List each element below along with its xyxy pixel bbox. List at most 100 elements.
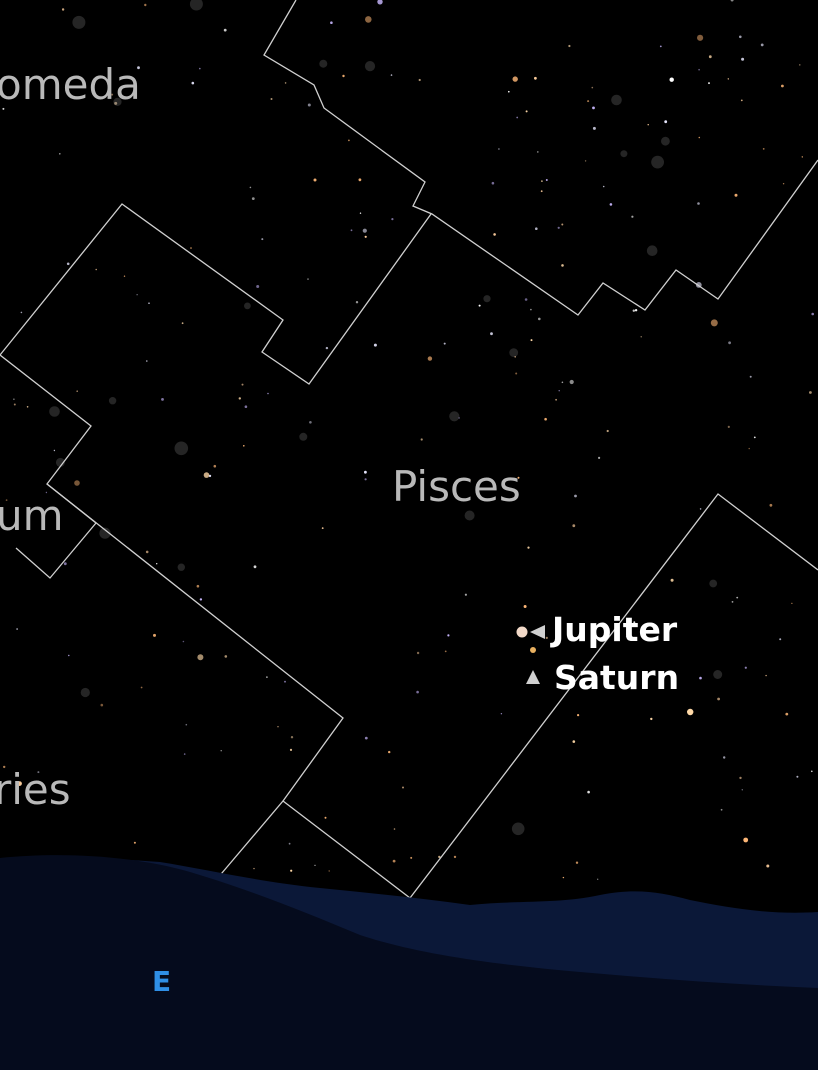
star xyxy=(267,392,269,395)
star xyxy=(140,686,143,689)
star xyxy=(811,770,813,773)
deep-sky-object xyxy=(709,579,718,588)
star xyxy=(307,278,309,280)
star xyxy=(741,57,745,61)
jupiter-pointer-icon xyxy=(530,625,545,639)
star xyxy=(5,499,8,501)
saturn-dot[interactable] xyxy=(530,647,536,653)
deep-sky-object xyxy=(646,245,658,256)
star xyxy=(727,78,729,80)
star xyxy=(739,776,742,780)
star xyxy=(739,35,742,39)
star xyxy=(314,864,316,866)
star xyxy=(500,713,503,715)
star xyxy=(443,342,446,345)
star xyxy=(20,311,23,314)
star xyxy=(699,508,702,510)
star xyxy=(244,405,248,409)
star xyxy=(182,640,185,643)
deep-sky-object xyxy=(49,406,60,417)
deep-sky-object xyxy=(319,59,328,68)
star xyxy=(111,93,114,96)
jupiter-dot[interactable] xyxy=(516,626,528,638)
star xyxy=(517,476,520,479)
star xyxy=(811,312,814,316)
star xyxy=(687,708,694,716)
star xyxy=(498,148,500,150)
star xyxy=(753,436,756,439)
star xyxy=(697,34,704,41)
star xyxy=(670,578,674,582)
star xyxy=(238,397,241,400)
star xyxy=(321,527,324,529)
star xyxy=(290,869,293,872)
star xyxy=(196,584,200,588)
star xyxy=(727,425,730,428)
star xyxy=(769,503,773,507)
star xyxy=(515,372,518,375)
star xyxy=(469,479,471,481)
saturn-pointer-icon xyxy=(526,670,540,684)
star xyxy=(516,116,519,119)
star xyxy=(364,235,367,238)
star xyxy=(796,775,799,778)
star xyxy=(741,789,743,791)
star xyxy=(213,464,217,468)
deep-sky-object xyxy=(113,97,122,106)
star xyxy=(76,390,78,393)
star xyxy=(535,227,538,230)
star xyxy=(523,605,527,608)
star xyxy=(364,478,367,481)
deep-sky-object xyxy=(713,670,723,679)
star xyxy=(669,77,674,82)
planet-label-saturn[interactable]: Saturn xyxy=(554,658,680,697)
star xyxy=(697,202,700,205)
deep-sky-object xyxy=(174,441,189,456)
star xyxy=(444,650,447,653)
star xyxy=(609,203,613,206)
star xyxy=(631,215,634,218)
star xyxy=(537,151,539,153)
star xyxy=(765,674,767,677)
star xyxy=(568,44,571,48)
star xyxy=(453,855,457,859)
star xyxy=(785,712,789,716)
star xyxy=(2,765,6,769)
star xyxy=(418,78,421,82)
star xyxy=(153,633,156,637)
star xyxy=(241,383,244,386)
star xyxy=(730,0,734,2)
star xyxy=(197,654,204,661)
star xyxy=(377,0,383,5)
star xyxy=(538,317,541,321)
star xyxy=(156,563,158,565)
star xyxy=(190,247,192,249)
star xyxy=(313,178,317,182)
star xyxy=(185,723,188,726)
star xyxy=(779,638,782,641)
star xyxy=(592,126,596,130)
star xyxy=(736,596,739,599)
deep-sky-object xyxy=(509,348,519,357)
star xyxy=(640,336,642,338)
star xyxy=(359,212,362,214)
star xyxy=(574,494,577,498)
star xyxy=(731,601,734,603)
star xyxy=(100,703,104,707)
star xyxy=(545,179,548,181)
star xyxy=(16,628,18,630)
star xyxy=(328,870,330,872)
planet-label-jupiter[interactable]: Jupiter xyxy=(552,610,678,649)
star xyxy=(61,8,65,11)
star xyxy=(698,136,701,139)
star xyxy=(364,470,367,474)
star xyxy=(717,697,720,701)
star xyxy=(740,99,743,102)
star xyxy=(373,343,377,347)
star xyxy=(781,84,784,88)
deep-sky-object xyxy=(189,0,203,11)
